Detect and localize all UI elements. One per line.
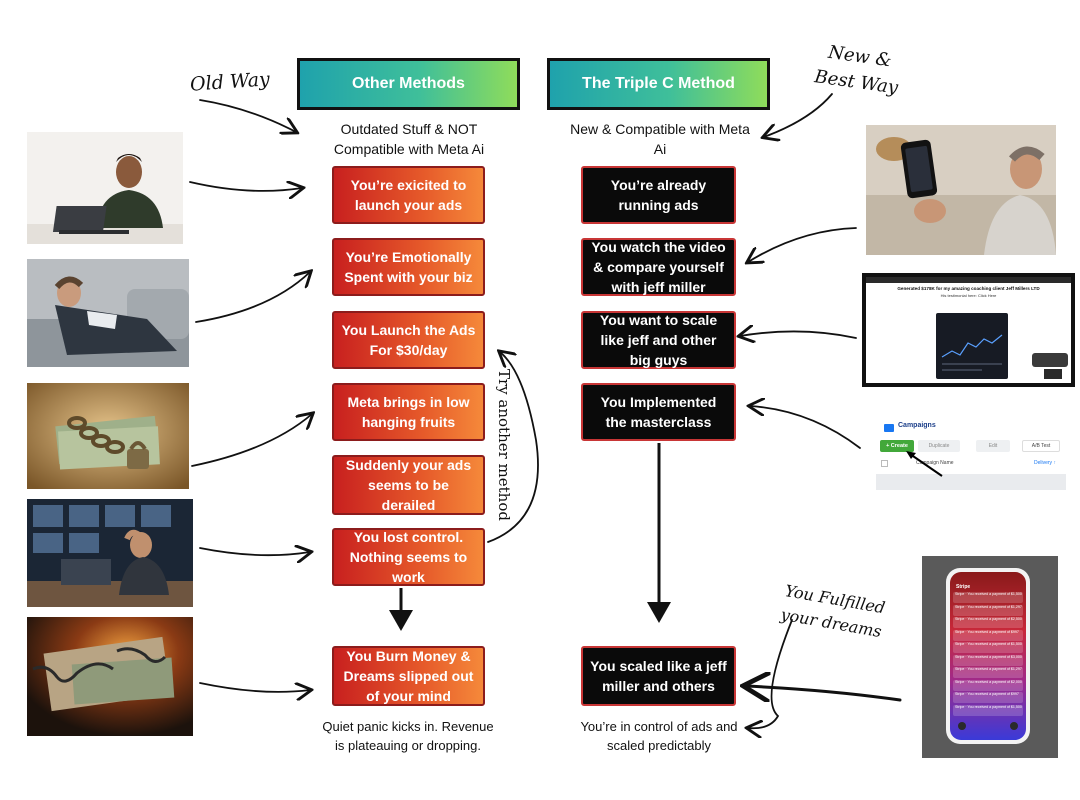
- arrow-photo4: [199, 548, 310, 555]
- arrow-old-way: [199, 99, 296, 132]
- browser-toolbar: [866, 277, 1071, 283]
- arrow-photo6: [748, 227, 857, 262]
- ads-delivery-header: Delivery ↑: [1034, 460, 1056, 466]
- phone-notification: Stripe · You received a payment of $1,29…: [953, 604, 1023, 616]
- left-step-2: You’re Emotionally Spent with your biz: [332, 238, 485, 296]
- right-step-2: You watch the video & compare yourself w…: [581, 238, 736, 296]
- arrow-photo2: [195, 272, 310, 323]
- left-step-7: You Burn Money & Dreams slipped out of y…: [332, 646, 485, 706]
- ads-create-button[interactable]: + Create: [880, 440, 914, 452]
- photo-man-at-laptop-art: [27, 154, 183, 244]
- right-step-4: You Implemented the masterclass: [581, 383, 736, 441]
- photo-burning-dream-art: [27, 617, 193, 736]
- arrow-fulfilled: [748, 619, 793, 728]
- photo-phone-stripe: Stripe Stripe · You received a payment o…: [922, 556, 1058, 758]
- testimonial-screen: Generated $178K for my amazing coaching …: [866, 277, 1071, 383]
- arrow-photo1: [189, 182, 302, 191]
- phone-notification: Stripe · You received a payment of $1,29…: [953, 667, 1023, 678]
- arrow-new-way: [764, 93, 833, 137]
- phone-screen: Stripe Stripe · You received a payment o…: [950, 572, 1026, 740]
- ads-duplicate-button[interactable]: Duplicate: [918, 440, 960, 452]
- phone-notification: Stripe · You received a payment of $997: [953, 629, 1023, 641]
- arrow-photo9: [746, 686, 902, 700]
- photo-chained-money-art: [27, 383, 189, 489]
- phone-notification: Stripe · You received a payment of $2,50…: [953, 617, 1023, 628]
- photo-chained-money: [27, 383, 189, 489]
- revenue-chart-thumb-art: [941, 334, 1003, 371]
- phone-camera-icon: [1010, 722, 1018, 730]
- header-other-methods-label: Other Methods: [352, 75, 465, 92]
- campaigns-title: Campaigns: [898, 422, 936, 429]
- phone-notification: Stripe · You received a payment of $2,00…: [953, 679, 1023, 691]
- header-other-methods: Other Methods: [297, 58, 520, 110]
- phone-notification: Stripe · You received a payment of $997: [953, 692, 1023, 703]
- left-step-1: You’re exicited to launch your ads: [332, 166, 485, 224]
- photo-man-relaxing-art: [27, 259, 189, 367]
- ads-ab-test-button[interactable]: A/B Test: [1022, 440, 1060, 452]
- photo-stressed-man: [27, 499, 193, 607]
- phone-app-name: Stripe: [956, 584, 971, 590]
- ads-pointer-arrow: [906, 451, 943, 477]
- left-step-5: Suddenly your ads seems to be derailed: [332, 455, 485, 515]
- ads-edit-button[interactable]: Edit: [976, 440, 1010, 452]
- photo-man-at-laptop: [27, 132, 183, 244]
- photo-stressed-man-art: [27, 499, 193, 607]
- header-triple-c-method: The Triple C Method: [547, 58, 770, 110]
- photo-man-relaxing: [27, 259, 189, 367]
- arrow-photo8: [750, 406, 861, 449]
- arrow-try-another: [487, 352, 539, 543]
- phone-notification-list: Stripe · You received a payment of $1,50…: [953, 592, 1023, 717]
- video-thumb: [1044, 369, 1062, 379]
- right-step-5: You scaled like a jeff miller and others: [581, 646, 736, 706]
- footer-left: Quiet panic kicks in. Revenue is plateau…: [322, 719, 494, 753]
- phone-notification: Stripe · You received a payment of $1,50…: [953, 592, 1023, 603]
- left-step-4: Meta brings in low hanging fruits: [332, 383, 485, 441]
- revenue-chart-thumb: [936, 313, 1008, 379]
- right-step-3: You want to scale like jeff and other bi…: [581, 311, 736, 369]
- footer-right: You’re in control of ads and scaled pred…: [580, 719, 738, 753]
- testimonial-subline: His testimonial here: Click Here: [940, 293, 997, 298]
- ads-campaign-name-header: Campaign Name: [916, 460, 954, 466]
- header-triple-c-label: The Triple C Method: [582, 75, 735, 92]
- arrow-photo7: [740, 331, 857, 338]
- photo-man-with-phone-art: [866, 125, 1056, 255]
- campaigns-folder-icon: [884, 424, 894, 432]
- phone-notification: Stripe · You received a payment of $3,00…: [953, 654, 1023, 666]
- testimonial-headline: Generated $178K for my amazing coaching …: [897, 286, 1040, 291]
- phone-notification: Stripe · You received a payment of $1,50…: [953, 704, 1023, 716]
- subtitle-right: New & Compatible with Meta Ai: [570, 121, 750, 157]
- arrow-photo3: [191, 414, 312, 467]
- photo-man-with-phone: [866, 125, 1056, 255]
- arrow-photo5: [199, 683, 310, 692]
- video-bubble: [1032, 353, 1068, 367]
- phone-notification: Stripe · You received a payment of $1,50…: [953, 642, 1023, 653]
- photo-burning-dream: [27, 617, 193, 736]
- ads-table-footer: [876, 474, 1066, 490]
- right-step-1: You’re already running ads: [581, 166, 736, 224]
- screenshot-testimonial: Generated $178K for my amazing coaching …: [862, 273, 1075, 387]
- subtitle-left: Outdated Stuff & NOT Compatible with Met…: [333, 121, 485, 157]
- ads-row-checkbox[interactable]: [881, 460, 888, 467]
- left-step-6: You lost control. Nothing seems to work: [332, 528, 485, 586]
- phone-flashlight-icon: [958, 722, 966, 730]
- screenshot-ads-manager: Campaigns + Create Duplicate Edit A/B Te…: [876, 418, 1066, 490]
- left-step-3: You Launch the Ads For $30/day: [332, 311, 485, 369]
